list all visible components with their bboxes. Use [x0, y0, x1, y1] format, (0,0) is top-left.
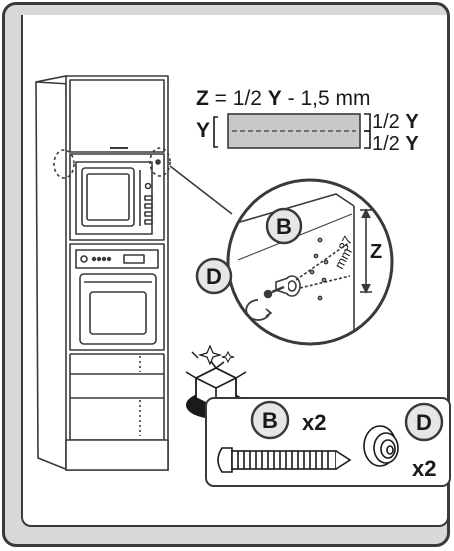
formula-eq: = 1/2	[209, 87, 268, 110]
strip-half-top: 1/2 Y	[372, 111, 419, 133]
detail-label-b: B	[276, 214, 292, 239]
height-strip: Y 1/2 Y 1/2 Y	[196, 111, 419, 155]
strip-y-label: Y	[196, 119, 210, 142]
dimension-37-label: 37	[335, 234, 355, 254]
parts-qty-b: x2	[302, 410, 326, 435]
parts-qty-d: x2	[412, 456, 436, 481]
detail-label-d: D	[206, 264, 222, 289]
dimension-z-label: Z	[370, 241, 382, 263]
parts-label-d: D	[416, 410, 432, 435]
screw-icon	[217, 447, 352, 473]
tall-cabinet-illustration	[35, 75, 233, 471]
parts-box: B x2 D x2	[205, 397, 451, 487]
parts-label-b: B	[262, 408, 278, 433]
formula-y: Y	[268, 87, 282, 110]
formula-z: Z	[196, 87, 209, 110]
formula-rest: - 1,5 mm	[282, 87, 371, 110]
detail-magnifier: Z 37 mm B D	[195, 178, 394, 346]
formula-text: Z = 1/2 Y - 1,5 mm	[196, 87, 371, 110]
strip-half-bottom: 1/2 Y	[372, 133, 419, 155]
cap-icon	[363, 425, 399, 467]
